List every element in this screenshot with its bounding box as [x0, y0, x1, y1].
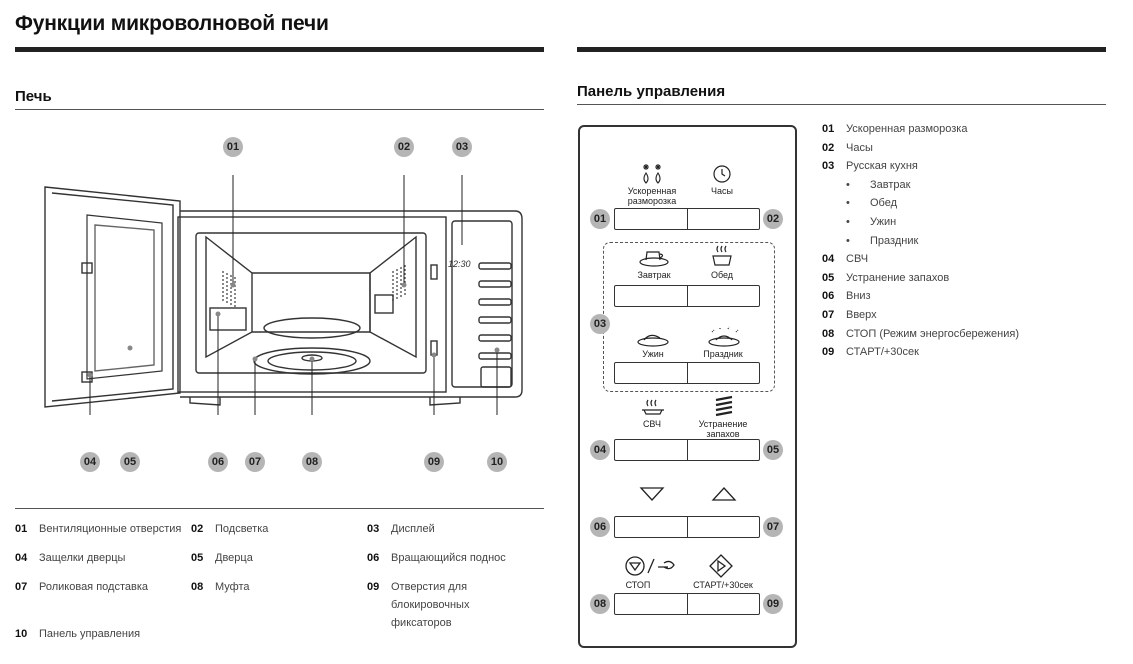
deodorization-icon	[715, 395, 733, 417]
callout-03: 03	[452, 137, 472, 157]
start-label: СТАРТ/+30сек	[693, 580, 753, 590]
up-arrow-icon	[711, 487, 737, 501]
callout-04: 04	[80, 452, 100, 472]
callout-06: 06	[208, 452, 228, 472]
list-subitem: •Завтрак	[846, 178, 911, 191]
callout-05: 05	[120, 452, 140, 472]
panel-badge-09: 09	[763, 594, 783, 614]
breakfast-label: Завтрак	[637, 270, 671, 280]
stop-eco-icon	[625, 556, 675, 576]
oven-section-rule	[15, 109, 544, 110]
callout-09: 09	[424, 452, 444, 472]
panel-badge-07: 07	[763, 517, 783, 537]
callout-10: 10	[487, 452, 507, 472]
panel-badge-03: 03	[590, 314, 610, 334]
callout-02: 02	[394, 137, 414, 157]
oven-section-title: Печь	[15, 88, 52, 105]
lunch-label: Обед	[710, 270, 734, 280]
panel-section-rule	[577, 104, 1106, 105]
clock-icon	[713, 165, 731, 183]
title-divider-left	[15, 47, 544, 52]
panel-badge-04: 04	[590, 440, 610, 460]
clock-label: Часы	[711, 186, 733, 196]
callout-07: 07	[245, 452, 265, 472]
breakfast-icon	[639, 251, 669, 267]
panel-badge-08: 08	[590, 594, 610, 614]
display-readout: 12:30	[448, 259, 471, 269]
list-subitem: •Обед	[846, 197, 898, 210]
panel-badge-05: 05	[763, 440, 783, 460]
down-up-buttons[interactable]	[614, 516, 760, 538]
control-panel-illustration	[578, 125, 797, 648]
holiday-icon	[708, 326, 740, 347]
down-arrow-icon	[639, 487, 665, 501]
panel-badge-02: 02	[763, 209, 783, 229]
title-divider-right	[577, 47, 1106, 52]
dinner-holiday-buttons[interactable]	[614, 362, 760, 384]
dinner-label: Ужин	[642, 349, 664, 359]
microwave-label: СВЧ	[642, 419, 662, 429]
microwave-deodor-buttons[interactable]	[614, 439, 760, 461]
breakfast-lunch-buttons[interactable]	[614, 285, 760, 307]
defrost-clock-buttons[interactable]	[614, 208, 760, 230]
panel-section-title: Панель управления	[577, 83, 726, 100]
list-subitem: •Ужин	[846, 215, 897, 228]
callout-01: 01	[223, 137, 243, 157]
panel-badge-06: 06	[590, 517, 610, 537]
microwave-icon	[642, 399, 664, 415]
panel-badge-01: 01	[590, 209, 610, 229]
page-title: Функции микроволновой печи	[15, 12, 329, 35]
legend-rule	[15, 508, 544, 509]
defrost-icon	[643, 164, 661, 184]
stop-label: СТОП	[625, 580, 651, 590]
stop-start-buttons[interactable]	[614, 593, 760, 615]
start-icon	[709, 554, 733, 578]
dinner-icon	[637, 334, 669, 347]
holiday-label: Праздник	[703, 349, 743, 359]
lunch-icon	[712, 245, 732, 266]
callout-08: 08	[302, 452, 322, 472]
oven-illustration: 12:30	[44, 175, 523, 415]
list-subitem: •Праздник	[846, 234, 919, 247]
